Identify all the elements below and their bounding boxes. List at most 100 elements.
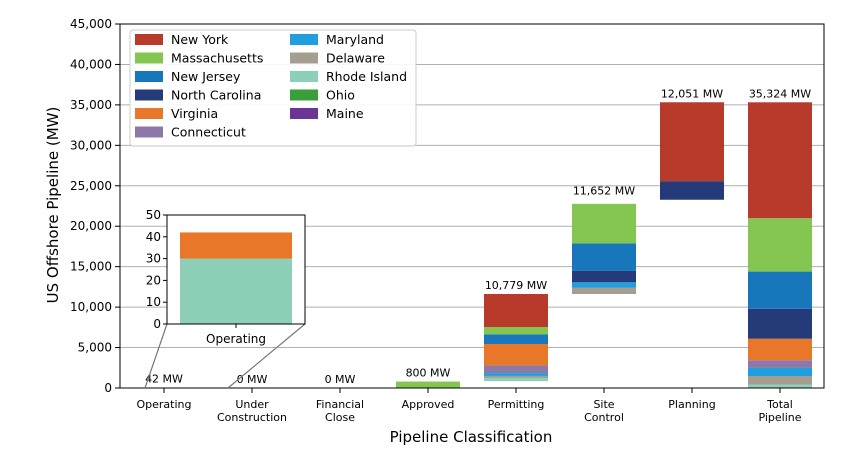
bar-segment-north-carolina bbox=[572, 270, 636, 283]
y-axis-title: US Offshore Pipeline (MW) bbox=[44, 107, 62, 304]
inset-y-tick-label: 30 bbox=[146, 252, 161, 266]
x-tick-label: Close bbox=[325, 411, 355, 424]
inset-y-tick-label: 50 bbox=[146, 208, 161, 222]
inset-y-tick-label: 40 bbox=[146, 230, 161, 244]
legend-label-rhode-island: Rhode Island bbox=[326, 69, 407, 84]
legend-swatch-maryland bbox=[290, 34, 318, 45]
bar-segment-delaware bbox=[572, 287, 636, 294]
legend-label-connecticut: Connecticut bbox=[171, 125, 246, 140]
y-tick-label: 20,000 bbox=[70, 219, 112, 233]
bar-segment-massachusetts bbox=[396, 381, 460, 388]
x-tick-label: Under bbox=[235, 398, 269, 411]
plot-frame bbox=[119, 23, 825, 389]
bar-segment-new-york bbox=[484, 293, 548, 327]
bar-segment-massachusetts bbox=[572, 203, 636, 244]
x-tick-label: Site bbox=[593, 398, 614, 411]
y-axis: 0 5,000 10,000 15,000 20,000 25,000 30,000 35,0… bbox=[70, 17, 120, 395]
inset-x-tick-label: Operating bbox=[206, 332, 266, 346]
y-tick-label: 0 bbox=[104, 381, 112, 395]
total-label: 35,324 MW bbox=[749, 87, 811, 100]
y-tick-label: 30,000 bbox=[70, 138, 112, 152]
legend-swatch-delaware bbox=[290, 52, 318, 64]
legend-swatch-virginia bbox=[135, 108, 163, 119]
x-tick-label: Construction bbox=[217, 411, 287, 424]
inset-y-tick-label: 10 bbox=[146, 295, 161, 309]
zoom-connector bbox=[227, 323, 306, 389]
bar-segment-new-jersey bbox=[484, 334, 548, 344]
bar-segment-north-carolina bbox=[748, 308, 812, 339]
y-tick-label: 45,000 bbox=[70, 17, 112, 31]
total-label: 11,652 MW bbox=[573, 185, 635, 198]
legend-label-maryland: Maryland bbox=[326, 32, 384, 47]
zoom-connector bbox=[144, 323, 168, 389]
bar-segment-delaware bbox=[484, 375, 548, 378]
legend-label-maine: Maine bbox=[326, 106, 364, 121]
legend-swatch-new-york bbox=[135, 34, 163, 45]
legend-label-north-carolina: North Carolina bbox=[171, 88, 261, 103]
x-tick-label: Permitting bbox=[488, 398, 545, 411]
legend-label-delaware: Delaware bbox=[326, 51, 385, 66]
legend-swatch-maine bbox=[290, 108, 318, 119]
legend-swatch-massachusetts bbox=[135, 52, 163, 64]
y-tick-label: 15,000 bbox=[70, 260, 112, 274]
bar-segment-virginia bbox=[748, 338, 812, 361]
legend-swatch-north-carolina bbox=[135, 89, 163, 101]
bar-segment-new-jersey bbox=[748, 271, 812, 309]
total-label: 0 MW bbox=[237, 373, 268, 386]
total-label: 0 MW bbox=[325, 373, 356, 386]
legend-label-massachusetts: Massachusetts bbox=[171, 51, 263, 66]
total-label: 12,051 MW bbox=[661, 87, 723, 100]
legend-label-new-york: New York bbox=[171, 32, 229, 47]
inset-bar-segment-virginia bbox=[180, 232, 292, 259]
inset-y-tick-label: 20 bbox=[146, 273, 161, 287]
bar-segment-maryland bbox=[484, 373, 548, 376]
bar-segment-virginia bbox=[484, 343, 548, 366]
legend-label-new-jersey: New Jersey bbox=[171, 69, 241, 84]
legend-swatch-ohio bbox=[290, 89, 318, 101]
bar-segment-north-carolina bbox=[660, 181, 724, 200]
legend-swatch-rhode-island bbox=[290, 71, 318, 82]
x-tick-label: Financial bbox=[316, 398, 364, 411]
bar-segment-rhode-island bbox=[748, 384, 812, 388]
total-label: 10,779 MW bbox=[485, 279, 547, 292]
legend-swatch-new-jersey bbox=[135, 71, 163, 82]
bar-segment-maryland bbox=[572, 282, 636, 288]
legend-swatch-connecticut bbox=[135, 126, 163, 138]
x-tick-label: Total bbox=[766, 398, 793, 411]
bar-segment-new-york bbox=[748, 102, 812, 219]
legend-label-virginia: Virginia bbox=[171, 106, 218, 121]
bars bbox=[132, 102, 812, 389]
x-tick-label: Operating bbox=[137, 398, 192, 411]
y-tick-label: 5,000 bbox=[78, 341, 112, 355]
total-label: 42 MW bbox=[145, 373, 183, 386]
bar-segment-connecticut bbox=[748, 360, 812, 368]
bar-segment-massachusetts bbox=[484, 326, 548, 335]
total-label: 800 MW bbox=[406, 367, 451, 380]
bar-segment-new-jersey bbox=[572, 243, 636, 271]
x-axis-title: Pipeline Classification bbox=[390, 428, 553, 446]
bar-segment-maryland bbox=[748, 367, 812, 377]
total-labels: 42 MW 0 MW 0 MW 800 MW 10,779 MW 11,652 MW 12,… bbox=[145, 87, 811, 386]
y-tick-label: 25,000 bbox=[70, 179, 112, 193]
y-tick-label: 40,000 bbox=[70, 57, 112, 71]
x-tick-label: Planning bbox=[668, 398, 715, 411]
legend-box bbox=[129, 29, 417, 147]
plot-border bbox=[119, 23, 825, 389]
x-tick-label: Pipeline bbox=[758, 411, 801, 424]
inset-y-tick-label: 0 bbox=[153, 317, 161, 331]
bar-segment-connecticut bbox=[484, 365, 548, 374]
bar-segment-delaware bbox=[748, 376, 812, 385]
inset-bar-segment-rhode-island bbox=[180, 258, 292, 324]
y-tick-label: 35,000 bbox=[70, 98, 112, 112]
x-tick-label: Control bbox=[584, 411, 624, 424]
bar-segment-new-york bbox=[660, 102, 724, 182]
bar-segment-rhode-island bbox=[484, 377, 548, 382]
legend-label-ohio: Ohio bbox=[326, 88, 355, 103]
x-tick-label: Approved bbox=[402, 398, 455, 411]
bar-segment-massachusetts bbox=[748, 218, 812, 272]
y-tick-label: 10,000 bbox=[70, 300, 112, 314]
